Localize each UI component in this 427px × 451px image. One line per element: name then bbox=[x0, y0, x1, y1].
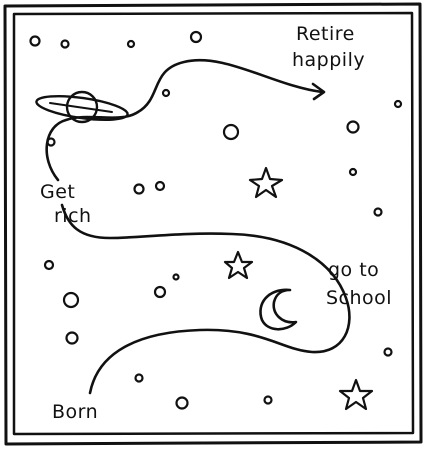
star-icon bbox=[340, 380, 372, 409]
born-label: Born bbox=[52, 401, 98, 423]
retire-label-line2: happily bbox=[292, 49, 365, 71]
retire-label-line1: Retire bbox=[296, 23, 355, 45]
get-rich-label-line2: rich bbox=[54, 205, 92, 227]
crescent-moon-icon bbox=[260, 290, 296, 329]
get-rich-label-line1: Get bbox=[40, 181, 75, 203]
school-label-line2: School bbox=[326, 287, 392, 309]
star-icon bbox=[250, 168, 282, 197]
star-icon bbox=[225, 252, 252, 278]
saturn-planet-icon bbox=[35, 92, 129, 125]
school-label-line1: go to bbox=[328, 259, 379, 281]
